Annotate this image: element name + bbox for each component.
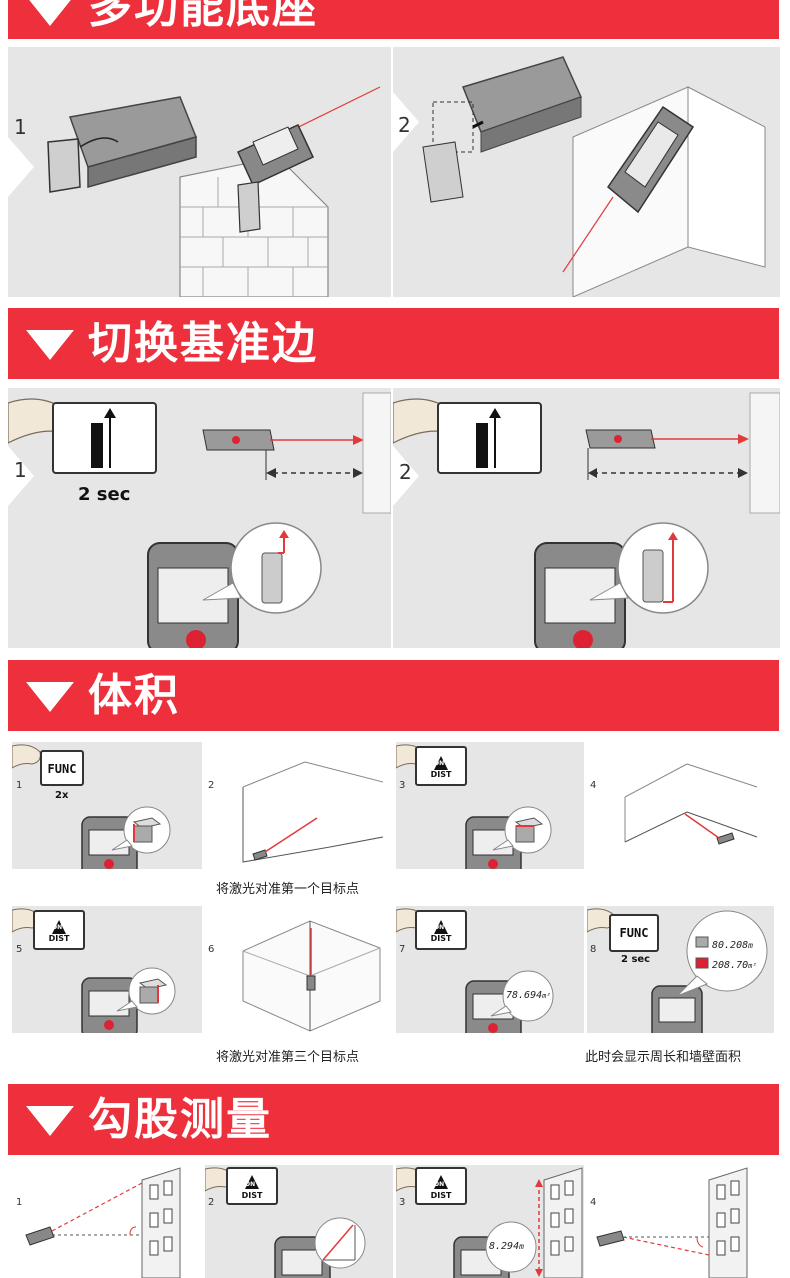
func-key-label: FUNC <box>619 926 649 940</box>
wall-area-reading: 208.70m² <box>712 960 757 971</box>
triangle-down-icon <box>26 330 74 360</box>
pythagoras-step-2: ON DIST 2 <box>205 1165 393 1278</box>
step-number: 5 <box>16 944 23 955</box>
step-number: 1 <box>16 1197 23 1208</box>
volume-illustration-1 <box>12 744 171 869</box>
section-banner-base: 多功能底座 <box>8 0 779 39</box>
dist-label: DIST <box>48 934 70 943</box>
reading-display: 78.694m² <box>506 990 551 1001</box>
step-number: 2 <box>399 460 412 484</box>
step-number: 3 <box>399 1197 406 1208</box>
base-panel-1: 1 <box>8 47 391 297</box>
step-number: 8 <box>590 944 597 955</box>
on-dist-key: ON DIST <box>426 924 456 943</box>
pythagoras-step-4: 4 <box>587 1165 774 1278</box>
func-key-icon: FUNC <box>609 914 659 952</box>
on-label: ON <box>434 1181 445 1188</box>
reading-unit: m <box>519 1242 524 1251</box>
base-illustration-1 <box>8 86 381 297</box>
step-number: 1 <box>14 458 27 482</box>
step-number: 2 <box>208 1197 215 1208</box>
volume-illustration-7 <box>396 908 554 1033</box>
caption-third-target: 将激光对准第三个目标点 <box>216 1050 360 1065</box>
step-number: 2 <box>208 780 215 791</box>
section-banner-volume: 体积 <box>8 660 779 731</box>
volume-step-2: 2 <box>205 742 393 869</box>
volume-step-4: 4 <box>587 742 774 869</box>
press-count: 2x <box>55 790 69 801</box>
press-duration-label: 2 sec <box>621 954 651 965</box>
reading-unit: m² <box>748 962 757 970</box>
reading-unit: m² <box>542 992 551 1000</box>
volume-step-3: ON DIST 3 <box>396 742 584 869</box>
on-label: ON <box>434 924 445 931</box>
caption-perimeter-area: 此时会显示周长和墙壁面积 <box>585 1050 742 1065</box>
on-label: ON <box>52 924 63 931</box>
pythagoras-illustration-3 <box>396 1167 583 1278</box>
base-illustration-2 <box>393 56 766 297</box>
dist-label: DIST <box>241 1191 263 1200</box>
pythagoras-illustration-1 <box>12 1165 202 1278</box>
dist-label: DIST <box>430 770 452 779</box>
func-key-label: FUNC <box>47 762 77 776</box>
caption-first-target: 将激光对准第一个目标点 <box>216 882 360 897</box>
press-duration-label: 2 sec <box>78 484 131 505</box>
step-number: 1 <box>16 780 23 791</box>
section-title: 切换基准边 <box>88 318 318 369</box>
step-number: 1 <box>14 115 27 139</box>
volume-illustration-2 <box>205 742 393 869</box>
pythagoras-illustration-2 <box>205 1167 366 1278</box>
volume-step-5: ON DIST 5 <box>12 906 202 1033</box>
reference-illustration-1 <box>8 392 391 648</box>
section-banner-reference: 切换基准边 <box>8 308 779 379</box>
step-number: 7 <box>399 944 406 955</box>
triangle-down-icon <box>26 682 74 712</box>
section-title: 多功能底座 <box>88 0 318 33</box>
volume-illustration-6 <box>205 906 393 1033</box>
on-label: ON <box>245 1181 256 1188</box>
base-panel-2: 2 <box>393 47 780 297</box>
perimeter-reading: 80.208m <box>712 940 753 951</box>
on-dist-key: ON DIST <box>426 760 456 779</box>
volume-step-6: 6 <box>205 906 393 1033</box>
dist-label: DIST <box>430 934 452 943</box>
triangle-down-icon <box>26 1106 74 1136</box>
on-label: ON <box>434 760 445 767</box>
step-number: 2 <box>398 113 411 137</box>
reference-illustration-2 <box>393 392 780 648</box>
volume-step-7: ON DIST 78.694m² 7 <box>396 906 584 1033</box>
volume-step-1: FUNC 2x 1 <box>12 742 202 869</box>
section-banner-pythagoras: 勾股测量 <box>8 1084 779 1155</box>
section-title: 勾股测量 <box>88 1094 272 1145</box>
on-dist-key: ON DIST <box>237 1181 267 1200</box>
triangle-down-icon <box>26 0 74 26</box>
reading-value: 208.70 <box>712 960 749 971</box>
volume-illustration-3 <box>396 744 552 869</box>
section-title: 体积 <box>88 670 180 721</box>
func-key-icon: FUNC <box>40 750 84 786</box>
step-number: 4 <box>590 1197 597 1208</box>
volume-illustration-8 <box>587 908 768 1033</box>
pythagoras-illustration-4 <box>587 1165 774 1278</box>
dist-label: DIST <box>430 1191 452 1200</box>
reading-value: 78.694 <box>506 990 543 1001</box>
step-number: 6 <box>208 944 215 955</box>
volume-illustration-5 <box>12 908 176 1033</box>
step-number: 4 <box>590 780 597 791</box>
pythagoras-step-1: 1 <box>12 1165 202 1278</box>
reading-value: 80.208 <box>712 940 749 951</box>
reading-unit: m <box>748 941 753 950</box>
reading-value: 8.294 <box>489 1241 520 1252</box>
step-number: 3 <box>399 780 406 791</box>
volume-step-8: FUNC 2 sec 80.208m 208.70m² 8 <box>587 906 774 1033</box>
volume-illustration-4 <box>587 742 774 869</box>
on-dist-key: ON DIST <box>44 924 74 943</box>
reading-display: 8.294m <box>489 1241 524 1252</box>
pythagoras-step-3: ON DIST 8.294m 3 <box>396 1165 584 1278</box>
reference-panel-2: 2 <box>393 388 780 648</box>
reference-panel-1: 1 2 sec <box>8 388 391 648</box>
on-dist-key: ON DIST <box>426 1181 456 1200</box>
